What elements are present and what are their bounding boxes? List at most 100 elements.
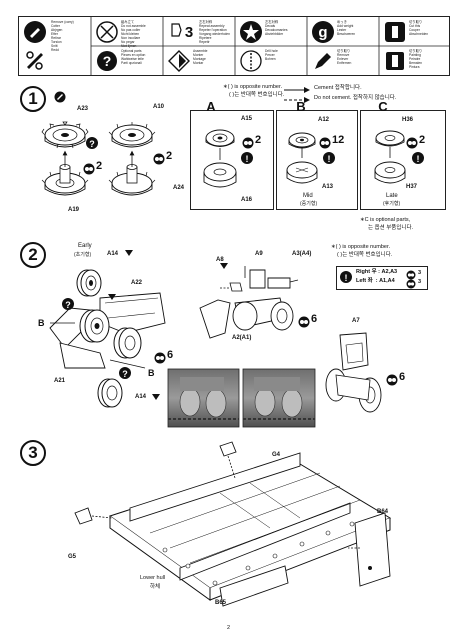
panel-b-qty: 12 — [332, 134, 345, 146]
no-cement-arrow-icon — [284, 97, 310, 103]
legend-col5b-text: 切り取り Remove Enlever Entfernen — [337, 49, 352, 65]
qty-a7: 6 — [399, 371, 406, 383]
qty-mid: 6 — [167, 349, 174, 361]
lower-hull-diagram — [74, 441, 392, 607]
part-label-a15: A15 — [241, 116, 253, 122]
part-label-a13: A13 — [322, 184, 334, 190]
opposite-note: ∗( ) is opposite number. — [331, 244, 391, 250]
repeat-icon — [406, 279, 416, 289]
part-label-a7: A7 — [352, 318, 360, 324]
cement-icon — [24, 21, 46, 43]
repeat-icon — [83, 163, 95, 175]
part-label-a24: A24 — [173, 185, 185, 191]
legend-col3-text: 左右対称 Repeat assembly Repeter l'operation… — [199, 20, 230, 44]
part-label-h36: H36 — [402, 117, 414, 123]
part-label-a12: A12 — [318, 117, 330, 123]
repeat-icon — [319, 137, 331, 149]
legend-col5-text: めっき Add weight Lester Beschweren — [337, 20, 356, 36]
panel-b-caption: Mid — [303, 193, 313, 199]
repeat-icon — [386, 374, 398, 386]
repeat-icon: 3 — [171, 23, 193, 41]
svg-text:?: ? — [103, 53, 112, 69]
panel-a-title: A — [206, 99, 216, 114]
part-label-b65: B65 — [215, 600, 227, 606]
early-label: Early — [78, 243, 92, 249]
lower-hull-label: Lower hull — [140, 575, 166, 581]
repeat-count: 3 — [185, 24, 193, 41]
step-1-number: 1 — [20, 86, 46, 112]
repeat-icon — [406, 137, 418, 149]
qty-right: 2 — [166, 150, 173, 162]
part-label-a21: A21 — [54, 378, 66, 384]
page-number: 2 — [227, 625, 231, 631]
repeat-icon — [154, 352, 166, 364]
panel-a-qty: 2 — [255, 134, 262, 146]
repeat-icon — [153, 153, 165, 165]
legend-col2-text: 組み立て Do not assemble No pas coller Nicht… — [121, 20, 146, 48]
optional-note: ∗C is optional parts, — [360, 217, 411, 223]
part-label-b64: B64 — [377, 509, 389, 515]
cutter-icon — [26, 51, 43, 70]
lower-hull-label-ko: 하체 — [150, 584, 161, 590]
reference-photos — [167, 368, 316, 428]
part-label-a8: A8 — [216, 257, 224, 263]
legend-col3b-text: Assemble Monter Montage Montar — [193, 49, 208, 65]
svg-text:?: ? — [122, 369, 128, 379]
panel-c-caption: Late — [386, 193, 398, 199]
repeat-icon — [298, 316, 310, 328]
part-label-a22: A22 — [131, 280, 143, 286]
weight-icon: g — [312, 21, 334, 43]
cement-legend: Cement 접착합니다. — [314, 85, 362, 91]
label-b-left: B — [38, 318, 45, 328]
part-label-g5: G5 — [68, 554, 77, 560]
sprocket-assembly-diagram: ? — [41, 121, 156, 196]
legend-col1-text: Remove (carry) Cotter Abjrgen Efter Reti… — [51, 20, 74, 52]
cement-icon — [54, 91, 66, 103]
svg-text:?: ? — [65, 300, 71, 310]
part-label-a16: A16 — [241, 197, 253, 203]
panel-a — [190, 110, 274, 210]
svg-text:!: ! — [246, 154, 249, 164]
part-label-a14-bottom: A14 — [135, 394, 147, 400]
part-label-a9: A9 — [255, 251, 263, 257]
no-cement-icon — [96, 21, 118, 43]
part-label-a2: A2(A1) — [232, 335, 252, 341]
cut-part-icon — [385, 22, 405, 42]
qty-left: 2 — [96, 160, 103, 172]
panel-b — [276, 110, 358, 210]
repeat-icon — [242, 137, 254, 149]
svg-text:!: ! — [328, 154, 331, 164]
left-side-row: Left 좌 : A1,A4 — [356, 278, 395, 284]
right-qty: 3 — [418, 270, 422, 276]
cement-icon: ! — [340, 271, 352, 283]
part-label-a23: A23 — [77, 106, 89, 112]
decal-icon — [240, 21, 262, 43]
part-label-a19: A19 — [68, 207, 80, 213]
part-label-a14-top: A14 — [107, 251, 119, 257]
step-2-number: 2 — [20, 242, 46, 268]
svg-text:!: ! — [345, 273, 348, 283]
suspension-arm-diagram: ? ? — [49, 250, 166, 408]
assemble-icon — [168, 50, 190, 72]
opposite-note-ko: ( )는 반대쪽 번호입니다. — [229, 92, 285, 98]
panel-c-caption-ko: (후기형) — [383, 201, 401, 207]
panel-c — [360, 110, 446, 210]
panel-b-caption-ko: (중기형) — [300, 201, 318, 207]
panel-b-title: B — [296, 99, 306, 114]
legend-col4b-text: Drill hole Percer Bohren — [265, 49, 278, 61]
part-label-a10: A10 — [153, 104, 165, 110]
part-label-a3: A3(A4) — [292, 251, 312, 257]
legend-col2b-text: Optional parts Pieces en option Wahlweis… — [121, 49, 146, 65]
cement-arrow-icon — [284, 87, 310, 93]
optional-note-ko: 는 옵션 부품입니다. — [368, 225, 414, 231]
bogie-assembly-diagram — [199, 263, 299, 339]
symbol-legend: Remove (carry) Cotter Abjrgen Efter Reti… — [18, 16, 450, 76]
left-qty: 3 — [418, 279, 422, 285]
opposite-note: ∗( ) is opposite number. — [223, 84, 283, 90]
part-label-h37: H37 — [406, 184, 418, 190]
panel-c-title: C — [378, 99, 388, 114]
early-label-ko: (초기형) — [74, 252, 92, 258]
legend-col6-text: 切り取り Cut this Couper Abschneiden — [409, 20, 429, 36]
qty-right: 6 — [311, 313, 318, 325]
